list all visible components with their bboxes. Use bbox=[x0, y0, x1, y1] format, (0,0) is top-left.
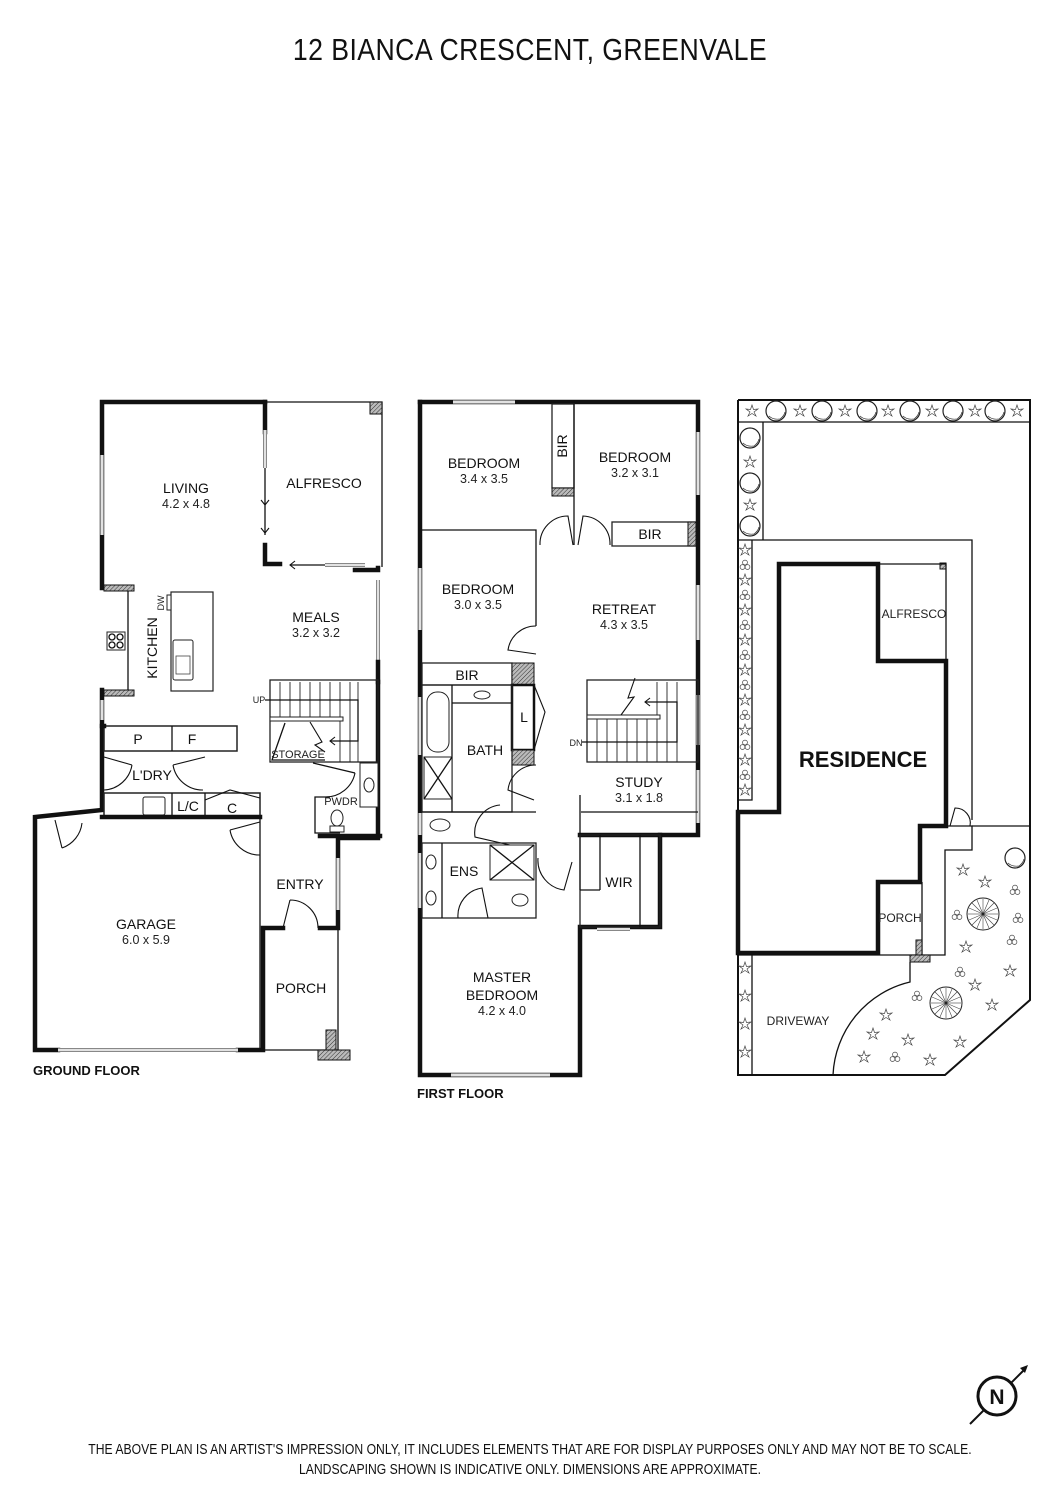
bir-3-label: BIR bbox=[455, 667, 478, 683]
room-study-label: STUDY bbox=[615, 774, 663, 790]
site-plan: RESIDENCE ALFRESCO PORCH DRIVEWAY bbox=[735, 399, 1031, 1076]
room-bedroom-1-label: BEDROOM bbox=[448, 455, 520, 471]
room-storage-label: STORAGE bbox=[271, 749, 325, 761]
stairs-up-label: UP bbox=[253, 695, 266, 705]
disclaimer-line-1: THE ABOVE PLAN IS AN ARTIST'S IMPRESSION… bbox=[88, 1442, 972, 1458]
stairs-down-label: DN bbox=[570, 738, 583, 748]
bir-2-label: BIR bbox=[638, 526, 661, 542]
room-bedroom-2-dim: 3.2 x 3.1 bbox=[611, 466, 659, 480]
room-porch-label: PORCH bbox=[276, 980, 327, 996]
room-wir-label: WIR bbox=[605, 874, 632, 890]
property-address-title: 12 BIANCA CRESCENT, GREENVALE bbox=[292, 32, 768, 67]
ground-floor-label: GROUND FLOOR bbox=[33, 1063, 140, 1078]
room-kitchen-label: KITCHEN bbox=[144, 617, 160, 678]
room-powder-label: PWDR bbox=[324, 796, 358, 808]
room-living-label: LIVING bbox=[163, 480, 209, 496]
pantry-label: P bbox=[133, 731, 142, 747]
site-driveway-label: DRIVEWAY bbox=[767, 1014, 830, 1028]
room-garage-label: GARAGE bbox=[116, 916, 176, 932]
room-bedroom-3-dim: 3.0 x 3.5 bbox=[454, 598, 502, 612]
room-garage-dim: 6.0 x 5.9 bbox=[122, 933, 170, 947]
site-porch-label: PORCH bbox=[878, 911, 921, 925]
room-retreat-label: RETREAT bbox=[592, 601, 657, 617]
room-bedroom-3-label: BEDROOM bbox=[442, 581, 514, 597]
north-arrow-icon: N bbox=[969, 1365, 1028, 1425]
site-alfresco-label: ALFRESCO bbox=[882, 607, 947, 621]
room-master-bedroom-dim: 4.2 x 4.0 bbox=[478, 1004, 526, 1018]
room-retreat-dim: 4.3 x 3.5 bbox=[600, 618, 648, 632]
room-meals-label: MEALS bbox=[292, 609, 339, 625]
ground-floor-plan: LIVING 4.2 x 4.8 ALFRESCO MEALS 3.2 x 3.… bbox=[32, 399, 383, 1078]
room-entry-label: ENTRY bbox=[276, 876, 324, 892]
room-study-dim: 3.1 x 1.8 bbox=[615, 791, 663, 805]
room-laundry-label: L'DRY bbox=[132, 767, 172, 783]
compass-north-label: N bbox=[989, 1386, 1004, 1409]
dishwasher-label: DW bbox=[156, 595, 166, 610]
room-bedroom-1-dim: 3.4 x 3.5 bbox=[460, 472, 508, 486]
first-floor-plan: BEDROOM 3.4 x 3.5 BIR BEDROOM 3.2 x 3.1 … bbox=[417, 399, 701, 1101]
linen-label: L bbox=[520, 709, 528, 725]
room-living-dim: 4.2 x 4.8 bbox=[162, 497, 210, 511]
site-residence-label: RESIDENCE bbox=[799, 747, 927, 772]
bir-1-label: BIR bbox=[554, 434, 570, 457]
room-alfresco-label: ALFRESCO bbox=[286, 475, 362, 491]
room-ensuite-label: ENS bbox=[450, 863, 479, 879]
room-master-bedroom-label-2: BEDROOM bbox=[466, 987, 538, 1003]
linen-cupboard-label: L/C bbox=[177, 798, 199, 814]
disclaimer-line-2: LANDSCAPING SHOWN IS INDICATIVE ONLY. DI… bbox=[298, 1462, 762, 1478]
room-bath-label: BATH bbox=[467, 742, 503, 758]
room-meals-dim: 3.2 x 3.2 bbox=[292, 626, 340, 640]
room-master-bedroom-label-1: MASTER bbox=[473, 969, 531, 985]
first-floor-label: FIRST FLOOR bbox=[417, 1086, 504, 1101]
cupboard-label: C bbox=[227, 800, 237, 816]
room-bedroom-2-label: BEDROOM bbox=[599, 449, 671, 465]
fridge-label: F bbox=[188, 731, 197, 747]
